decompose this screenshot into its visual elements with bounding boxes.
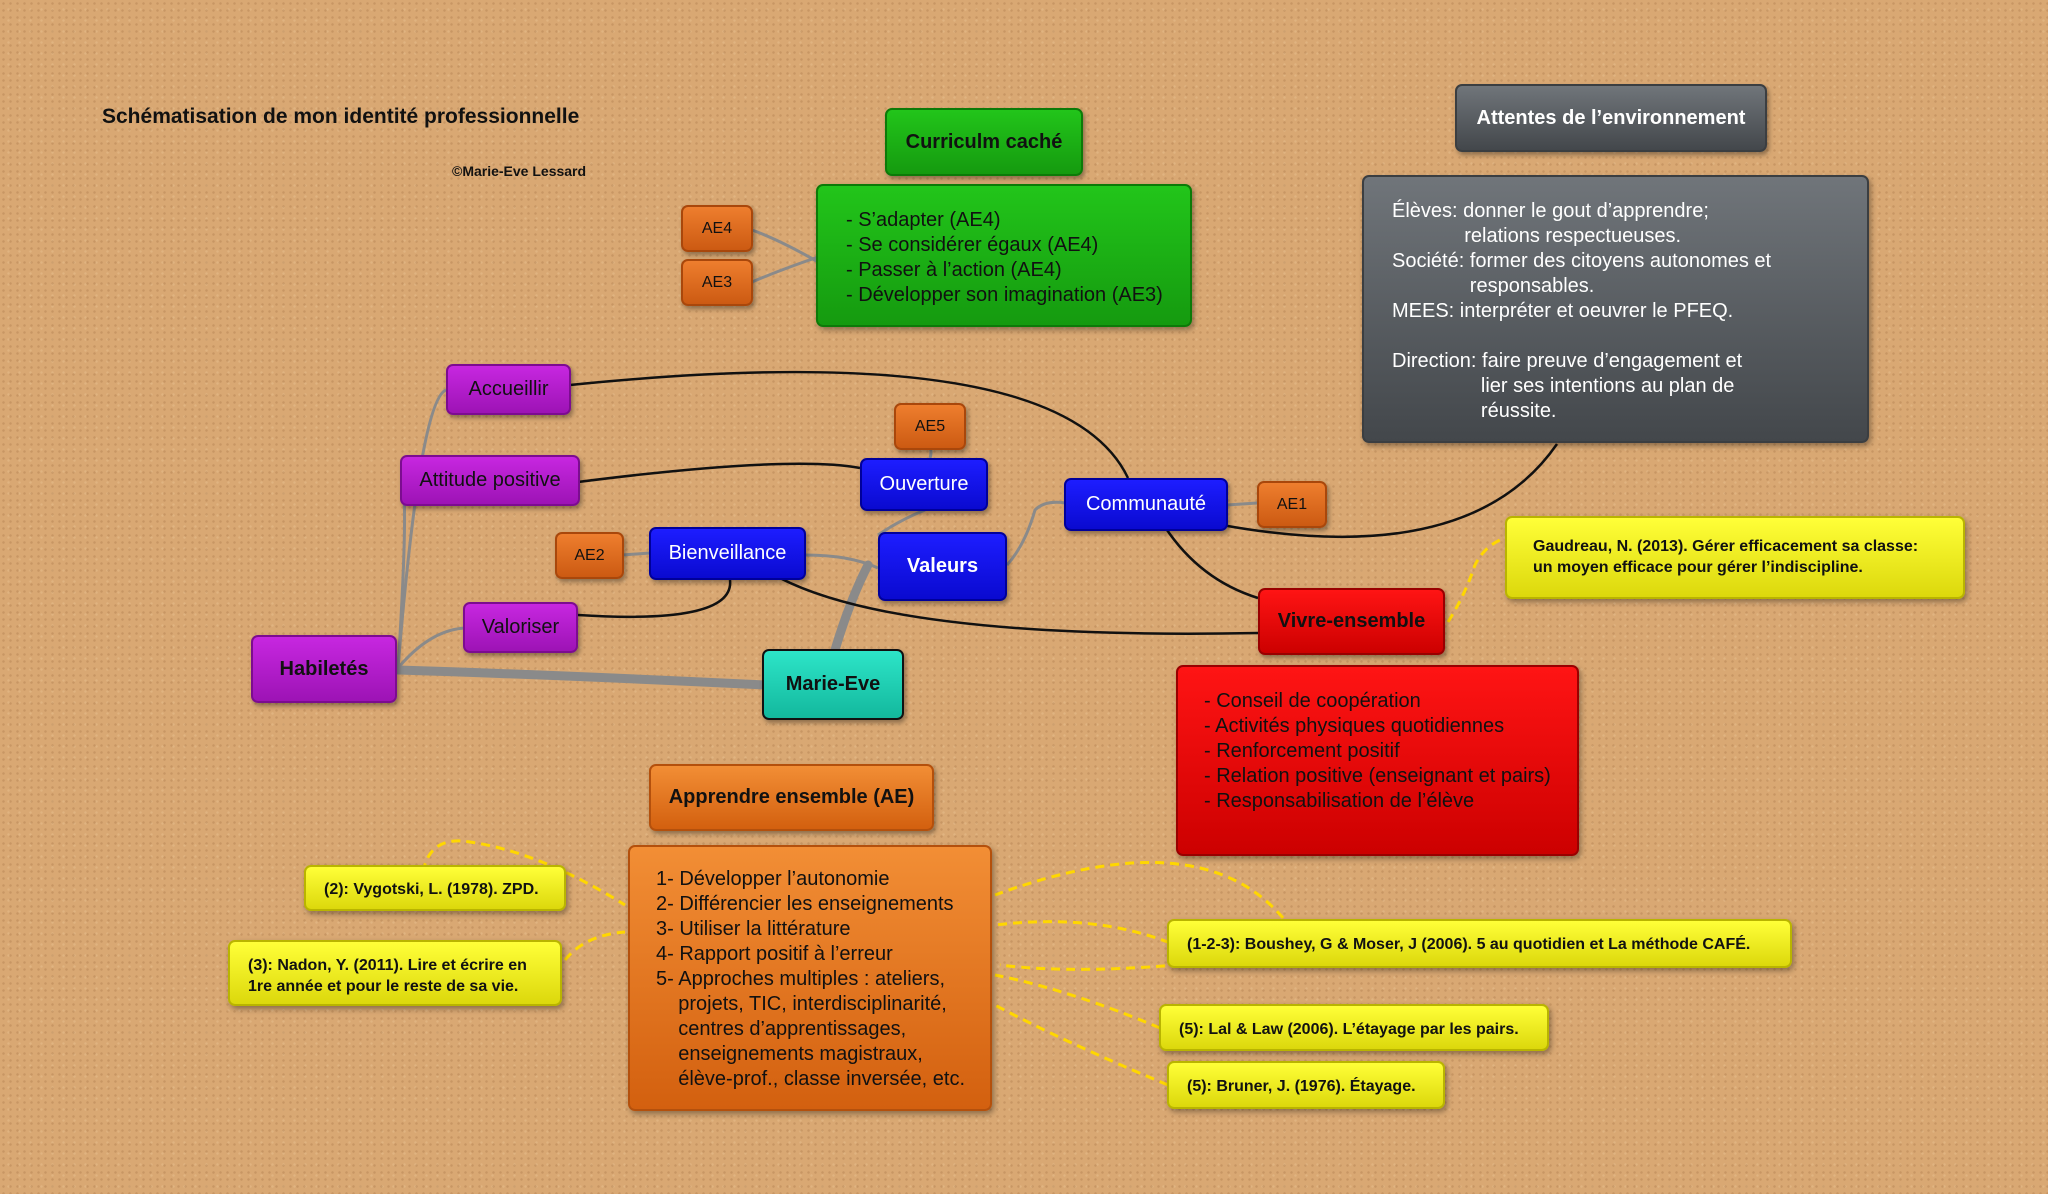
ouverture-node[interactable]: Ouverture	[860, 458, 988, 511]
page-title: Schématisation de mon identité professio…	[102, 105, 580, 128]
link-boushey-apprendre-2	[994, 920, 1211, 964]
link-vygotski-apprendre	[421, 839, 626, 907]
link-bienveillance-vivre	[779, 576, 1259, 635]
link-communaute-attentes	[1221, 443, 1559, 539]
apprendre-ensemble-body[interactable]: 1- Développer l’autonomie 2- Différencie…	[628, 845, 992, 1111]
vivre-ensemble-body[interactable]: - Conseil de coopération - Activités phy…	[1176, 665, 1579, 856]
attentes-title[interactable]: Attentes de l’environnement	[1455, 84, 1767, 152]
habiletes-node[interactable]: Habiletés	[251, 635, 397, 703]
link-habiletes-valoriser	[396, 626, 466, 669]
attitude-positive-node[interactable]: Attitude positive	[400, 455, 580, 506]
link-communaute-ae1	[1226, 501, 1258, 507]
ae2-node[interactable]: AE2	[555, 532, 624, 579]
ae1-node[interactable]: AE1	[1257, 481, 1327, 528]
link-valeurs-bienveillance	[804, 553, 879, 570]
ae5-node[interactable]: AE5	[894, 403, 966, 450]
apprendre-ensemble-title[interactable]: Apprendre ensemble (AE)	[649, 764, 934, 831]
ref-boushey[interactable]: (1-2-3): Boushey, G & Moser, J (2006). 5…	[1167, 919, 1792, 968]
valoriser-node[interactable]: Valoriser	[463, 602, 578, 653]
ref-vygotski[interactable]: (2): Vygotski, L. (1978). ZPD.	[304, 865, 566, 911]
link-accueillir-communaute	[569, 370, 1130, 479]
marie-eve-node[interactable]: Marie-Eve	[762, 649, 904, 720]
link-bienveillance-ae2	[621, 551, 651, 557]
link-habiletes-marieeve	[393, 665, 770, 690]
link-curriculum-ae3	[751, 255, 819, 284]
link-gaudreau-vivre	[1446, 536, 1506, 623]
bienveillance-node[interactable]: Bienveillance	[649, 527, 806, 580]
ae4-node[interactable]: AE4	[681, 205, 753, 252]
ref-gaudreau[interactable]: Gaudreau, N. (2013). Gérer efficacement …	[1505, 516, 1965, 599]
ae3-node[interactable]: AE3	[681, 259, 753, 306]
link-valoriser-bienveillance	[577, 579, 732, 619]
link-bruner-apprendre	[994, 1003, 1169, 1087]
accueillir-node[interactable]: Accueillir	[446, 364, 571, 415]
ref-nadon[interactable]: (3): Nadon, Y. (2011). Lire et écrire en…	[228, 940, 562, 1006]
communaute-node[interactable]: Communauté	[1064, 478, 1228, 531]
attentes-body[interactable]: Élèves: donner le gout d’apprendre; rela…	[1362, 175, 1869, 443]
vivre-ensemble-title[interactable]: Vivre-ensemble	[1258, 588, 1445, 655]
curriculum-body[interactable]: - S’adapter (AE4) - Se considérer égaux …	[816, 184, 1192, 327]
link-attitude-ouverture	[577, 462, 861, 484]
curriculum-title[interactable]: Curriculm caché	[885, 108, 1083, 176]
link-lal-apprendre	[994, 973, 1161, 1030]
ref-bruner[interactable]: (5): Bruner, J. (1976). Étayage.	[1167, 1061, 1445, 1109]
link-nadon-apprendre	[563, 930, 626, 961]
ref-lal-law[interactable]: (5): Lal & Law (2006). L’étayage par les…	[1159, 1004, 1549, 1051]
link-communaute-vivre	[1163, 526, 1259, 600]
copyright-text: ©Marie-Eve Lessard	[452, 163, 587, 179]
link-curriculum-ae4	[751, 228, 819, 264]
link-valeurs-communaute	[1005, 500, 1066, 567]
link-boushey-apprendre-1	[994, 861, 1285, 919]
valeurs-node[interactable]: Valeurs	[878, 532, 1007, 601]
